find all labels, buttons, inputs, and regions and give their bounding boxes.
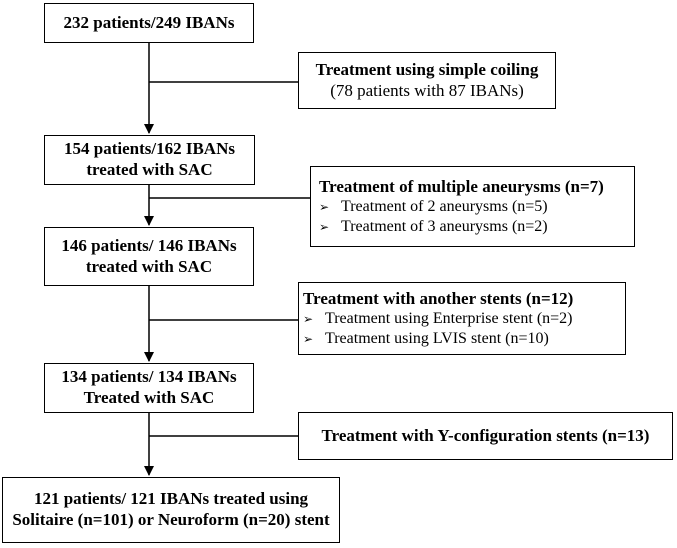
bullet-arrow-icon: ➢ (319, 219, 330, 234)
exclusion-title: Treatment of multiple aneurysms (n=7) (319, 176, 604, 196)
box-text-line: Solitaire (n=101) or Neuroform (n=20) st… (12, 510, 330, 529)
exclusion-item-text: Treatment of 3 aneurysms (n=2) (341, 217, 548, 235)
exclusion-title: Treatment with another stents (n=12) (303, 288, 574, 308)
bullet-arrow-icon: ➢ (303, 312, 314, 327)
box-text-line: treated with SAC (86, 160, 213, 179)
box-text-line: 146 patients/ 146 IBANs (61, 235, 237, 255)
box-final-cohort: 121 patients/ 121 IBANs treated using So… (2, 477, 340, 543)
box-text-line: Treated with SAC (83, 388, 215, 407)
box-text-line: treated with SAC (85, 256, 213, 276)
box-initial-cohort: 232 patients/249 IBANs (44, 3, 254, 43)
bullet-arrow-icon: ➢ (319, 200, 330, 215)
box-text-line: 121 patients/ 121 IBANs treated using (33, 489, 309, 509)
box-text-line: 232 patients/249 IBANs (63, 12, 235, 32)
exclusion-title: Treatment with Y-configuration stents (n… (321, 425, 650, 445)
box-sac-cohort-2: 146 patients/ 146 IBANs treated with SAC (44, 227, 254, 286)
box-sac-cohort-3: 134 patients/ 134 IBANs Treated with SAC (44, 363, 254, 413)
box-text-line: 134 patients/ 134 IBANs (61, 367, 237, 387)
exclusion-item: ➢ Treatment of 2 aneurysms (n=5) (319, 197, 548, 217)
box-sac-cohort-1: 154 patients/162 IBANs treated with SAC (44, 135, 255, 185)
exclusion-item-text: Treatment using LVIS stent (n=10) (325, 329, 549, 347)
exclusion-item-text: Treatment using Enterprise stent (n=2) (325, 310, 573, 328)
bullet-arrow-icon: ➢ (303, 331, 314, 346)
box-text-line: 154 patients/162 IBANs (64, 139, 235, 159)
exclusion-item-text: Treatment of 2 aneurysms (n=5) (341, 198, 548, 216)
exclusion-y-configuration: Treatment with Y-configuration stents (n… (298, 412, 673, 460)
exclusion-note: (78 patients with 87 IBANs) (330, 80, 524, 100)
exclusion-simple-coiling: Treatment using simple coiling (78 patie… (298, 52, 556, 109)
exclusion-other-stents: Treatment with another stents (n=12) ➢ T… (298, 282, 626, 355)
exclusion-multiple-aneurysms: Treatment of multiple aneurysms (n=7) ➢ … (310, 166, 635, 247)
exclusion-title: Treatment using simple coiling (315, 59, 539, 79)
exclusion-item: ➢ Treatment using Enterprise stent (n=2) (303, 309, 573, 329)
exclusion-item: ➢ Treatment of 3 aneurysms (n=2) (319, 217, 548, 237)
exclusion-item: ➢ Treatment using LVIS stent (n=10) (303, 329, 549, 349)
